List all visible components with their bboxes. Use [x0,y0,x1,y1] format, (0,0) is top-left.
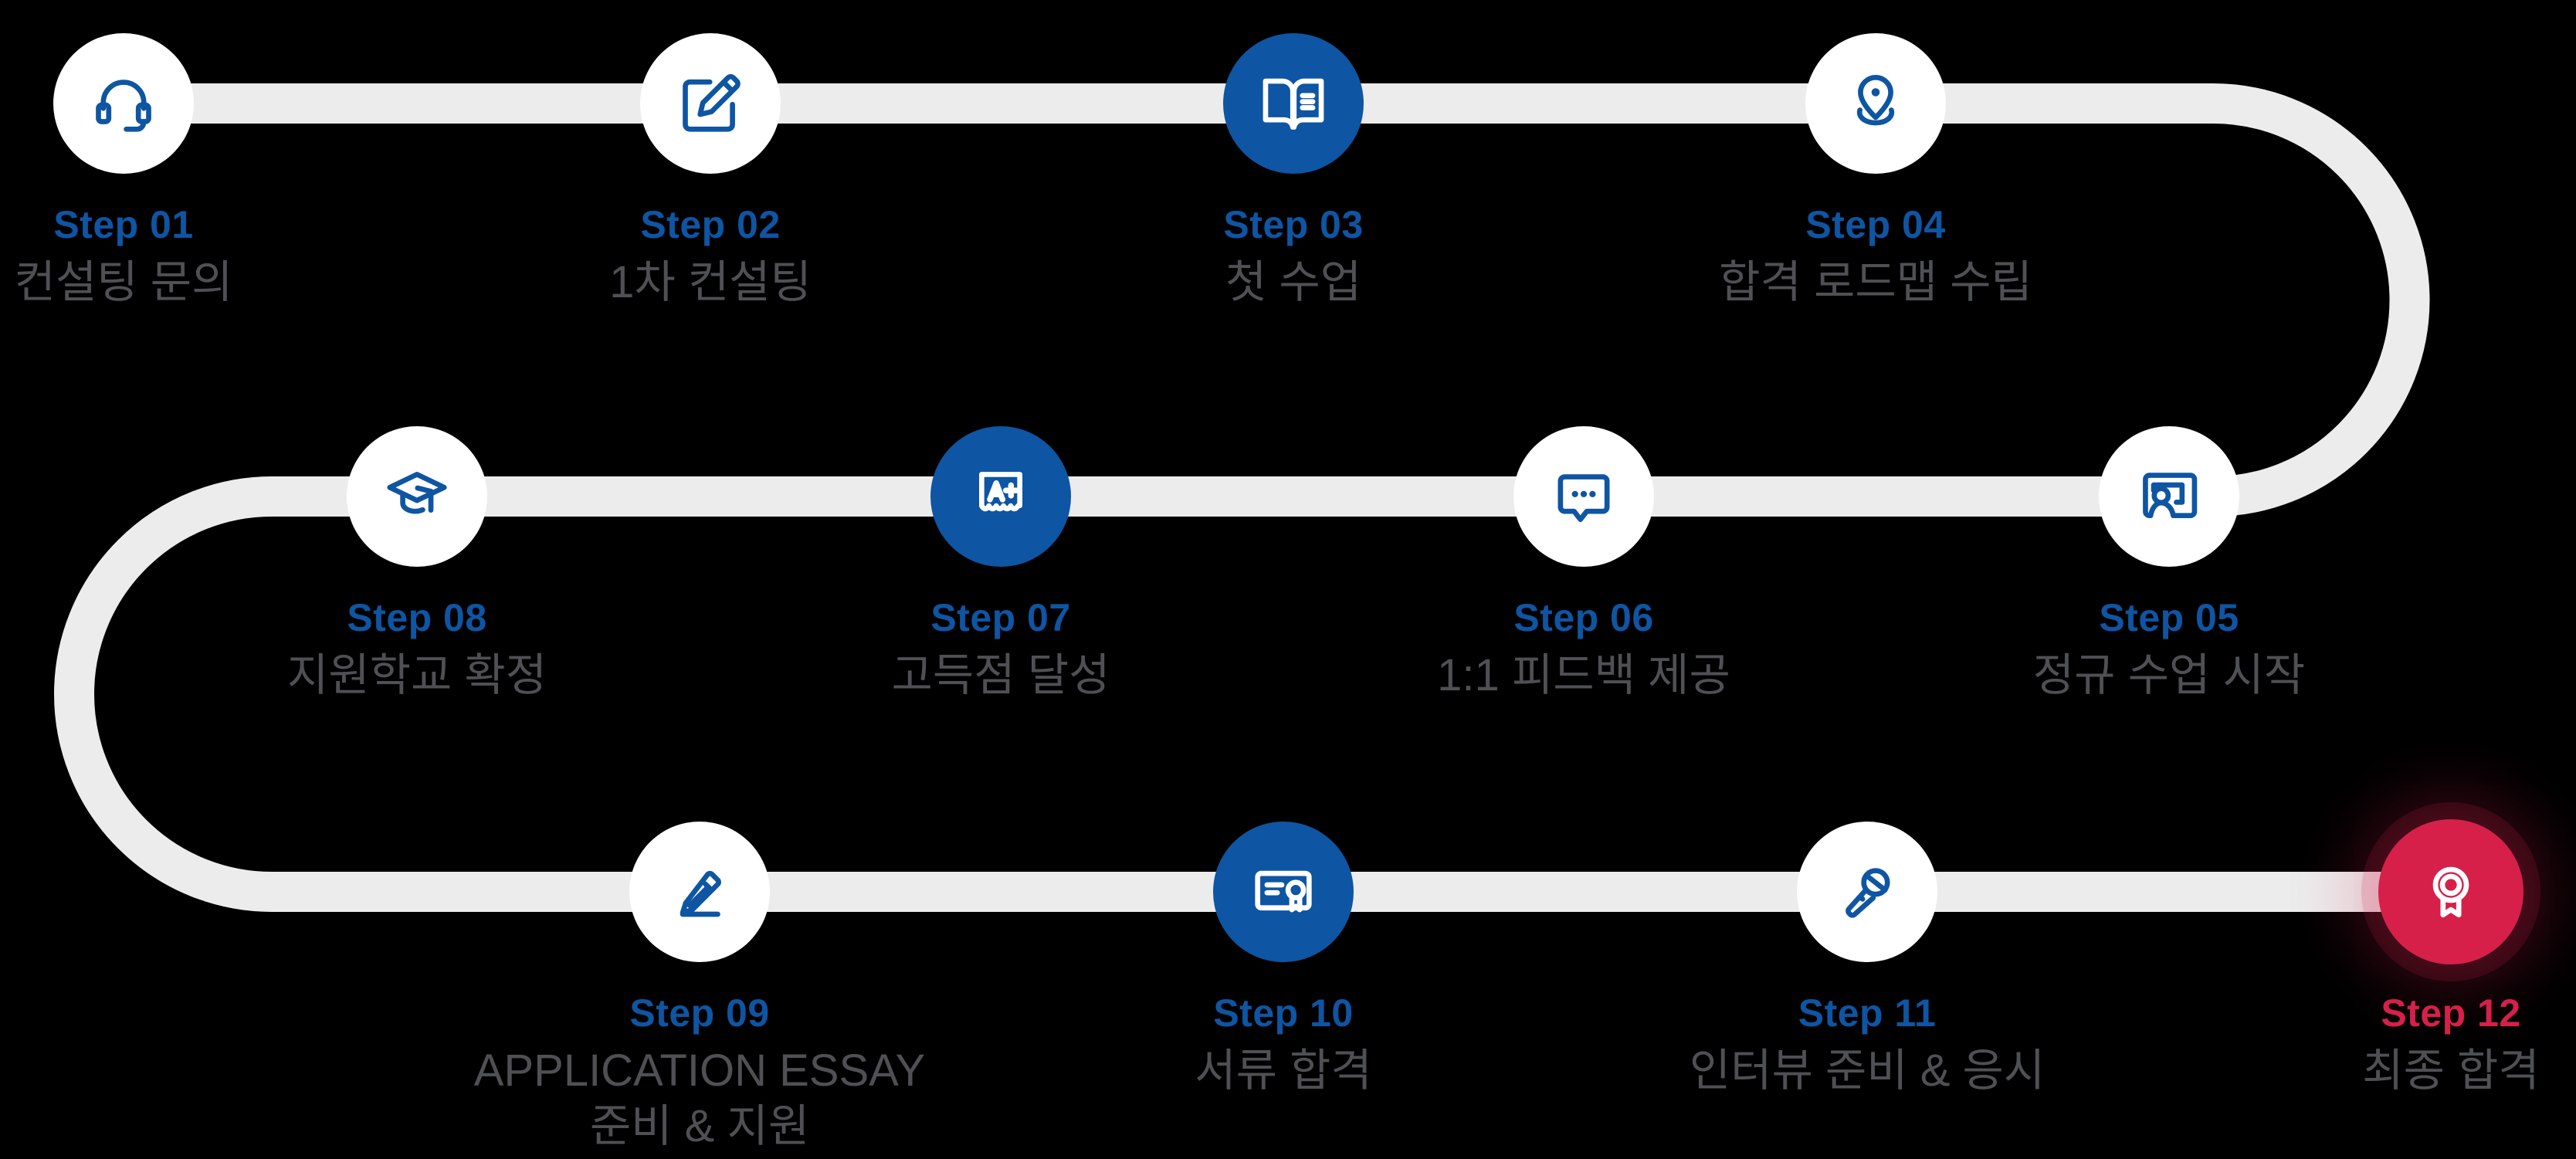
graduation-cap-icon [381,460,453,533]
snake-path-line [54,83,2451,912]
microphone-icon [1831,856,1903,928]
step-title-line: 인터뷰 준비 & 응시 [1689,1045,2046,1096]
step-title-line: APPLICATION ESSAY [473,1045,926,1096]
step-label: Step 09 [629,991,770,1035]
chat-feedback-icon [1547,460,1620,533]
step-title: 1:1 피드백 제공 [1437,648,1730,703]
step-label: Step 10 [1213,991,1354,1035]
grade-a-plus-icon [964,460,1037,533]
step-label: Step 06 [1513,596,1654,639]
step-title: 컨설팅 문의 [15,255,233,310]
step-title: 서류 합격 [1195,1043,1372,1099]
step-title: 최종 합격 [2362,1043,2540,1099]
step-title-line: 최종 합격 [2362,1045,2540,1096]
step-title-line: 정규 수업 시작 [2032,650,2306,700]
step-circle [53,33,194,174]
teacher-board-icon [2133,460,2205,533]
map-pin-icon [1839,67,1912,140]
step-circle [1805,33,1946,174]
step-label: Step 12 [2381,991,2521,1035]
step-title-line: 컨설팅 문의 [14,257,233,307]
headset-icon [87,67,160,140]
step-circle [930,426,1071,567]
step-title: 정규 수업 시작 [2033,648,2305,703]
step-circle [640,33,781,174]
step-label: Step 01 [53,203,194,246]
step-label: Step 03 [1223,203,1364,246]
step-title-line: 서류 합격 [1195,1045,1372,1096]
certificate-icon [1247,856,1320,928]
step-circle [2099,426,2239,567]
step-title: 첫 수업 [1225,255,1361,310]
step-circle [1797,822,1937,962]
step-title-line: 1:1 피드백 제공 [1437,650,1730,700]
step-title-line: 고득점 달성 [891,650,1110,700]
step-circle [347,426,487,567]
step-title: 합격 로드맵 수립 [1719,255,2032,310]
edit-note-icon [674,67,747,140]
step-title: 1차 컨설팅 [609,255,812,310]
step-circle [2378,819,2523,964]
step-title: 인터뷰 준비 & 응시 [1690,1043,2046,1099]
step-label: Step 05 [2099,596,2239,639]
step-circle [1213,822,1354,962]
step-circle [1513,426,1654,567]
step-label: Step 02 [640,203,781,246]
step-circle [1223,33,1364,174]
step-title-line: 합격 로드맵 수립 [1719,257,2032,307]
step-title-line: 준비 & 지원 [589,1101,810,1151]
step-label: Step 08 [347,596,487,639]
step-title: 지원학교 확정 [287,648,547,703]
pencil-write-icon [663,856,736,928]
step-label: Step 11 [1798,991,1937,1035]
step-label: Step 07 [930,596,1071,639]
open-book-icon [1257,67,1330,140]
step-circle [629,822,770,962]
step-title-line: 지원학교 확정 [286,650,547,700]
step-title: 고득점 달성 [892,648,1110,703]
award-ribbon-icon [2415,856,2487,928]
step-title-line: 첫 수업 [1225,257,1362,307]
step-label: Step 04 [1805,203,1946,246]
step-title-line: 1차 컨설팅 [609,257,812,307]
